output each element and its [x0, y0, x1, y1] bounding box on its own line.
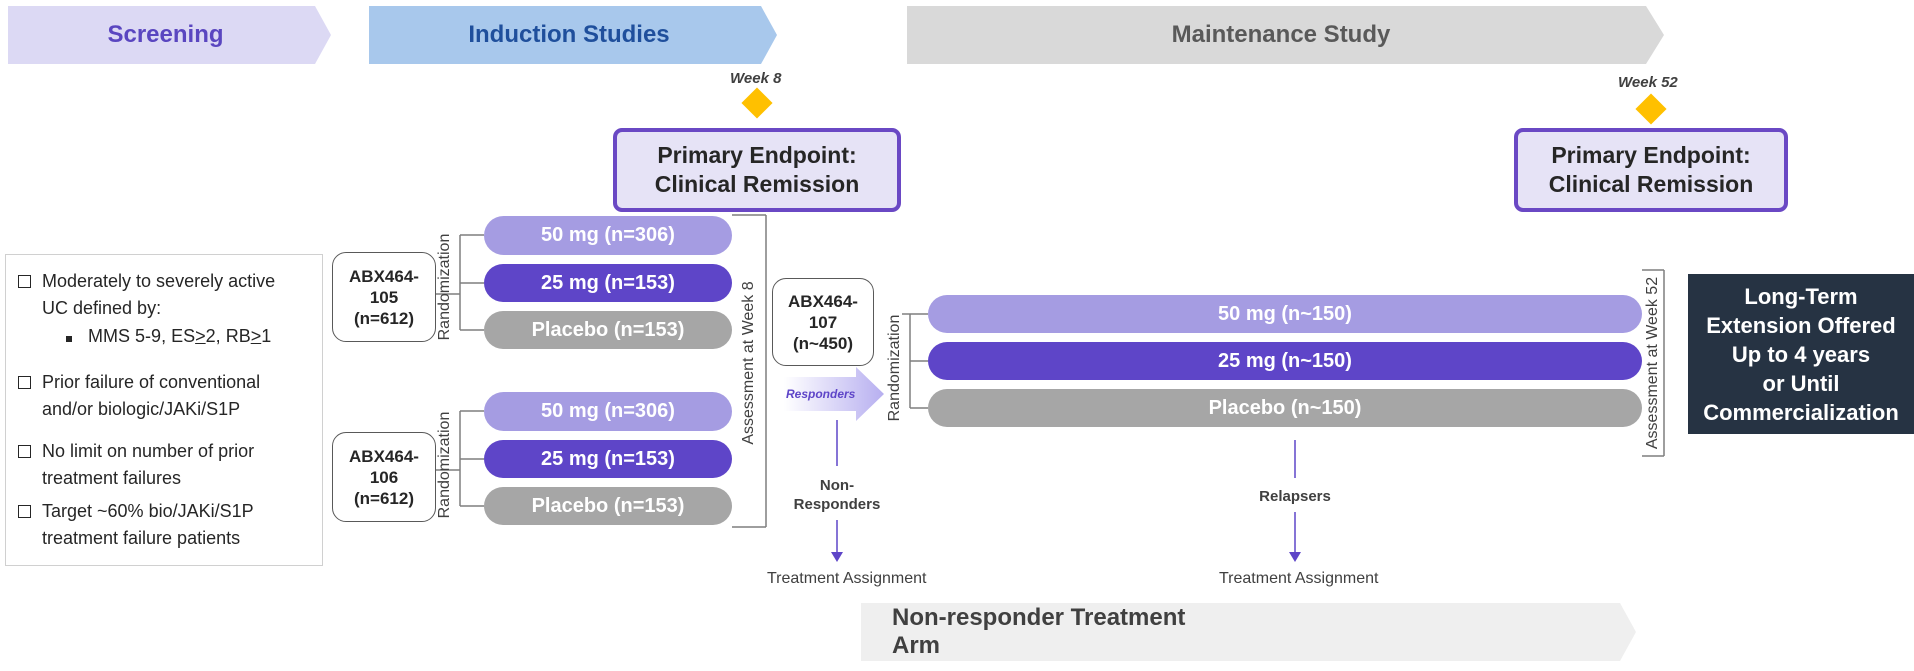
- non-responders-line1: Non-: [819, 477, 855, 494]
- assessment-week8-label: Assessment at Week 8: [740, 281, 757, 445]
- criteria-subitem: MMS 5-9, ES>2, RB>1: [88, 326, 272, 346]
- study-size: (n=612): [354, 308, 414, 328]
- study-name: ABX464-: [349, 446, 419, 466]
- primary-endpoint-line1: Primary Endpoint:: [657, 142, 857, 168]
- study-number: 106: [369, 467, 399, 487]
- maintenance-banner: [907, 6, 1664, 64]
- randomization-label-106: Randomization: [436, 411, 453, 519]
- non-responders-line2: Responders: [793, 496, 881, 513]
- relapsers-label: Relapsers: [1259, 488, 1331, 505]
- arm-106-50mg: 50 mg (n=306): [484, 392, 732, 431]
- study-number: 107: [808, 312, 838, 332]
- inclusion-criteria-box: Moderately to severely active UC defined…: [5, 254, 323, 566]
- screening-banner: [8, 6, 331, 64]
- checkbox-icon: [18, 376, 31, 389]
- induction-banner: [369, 6, 777, 64]
- criteria-text: UC defined by:: [42, 298, 162, 318]
- phase-induction: Induction Studies: [468, 21, 670, 48]
- primary-endpoint-line2: Clinical Remission: [1548, 171, 1754, 197]
- extension-line4: or Until: [1762, 370, 1840, 396]
- phase-nonresponder-arm: Non-responder Treatment Arm: [892, 604, 1186, 659]
- study-name: ABX464-: [788, 291, 858, 311]
- study-number: 105: [369, 287, 399, 307]
- primary-endpoint-week52: Primary Endpoint: Clinical Remission: [1514, 128, 1788, 212]
- randomization-label-107: Randomization: [886, 314, 903, 422]
- arm-105-placebo: Placebo (n=153): [484, 311, 732, 349]
- criteria-text: Target ~60% bio/JAKi/S1P: [42, 501, 254, 521]
- criteria-text: treatment failure patients: [42, 528, 241, 548]
- treatment-assignment-left: Treatment Assignment: [767, 570, 927, 587]
- study-abx464-107: ABX464- 107 (n~450): [772, 278, 874, 366]
- checkbox-icon: [18, 275, 31, 288]
- primary-endpoint-week8: Primary Endpoint: Clinical Remission: [613, 128, 901, 212]
- criteria-text: Moderately to severely active: [42, 271, 276, 291]
- criteria-text: treatment failures: [42, 468, 182, 488]
- checkbox-icon: [18, 505, 31, 518]
- responders-arrow: [784, 367, 884, 421]
- nonresponder-banner: [861, 603, 1636, 661]
- extension-line1: Long-Term: [1744, 283, 1858, 309]
- non-responders-label: Non- Responders: [782, 476, 892, 514]
- checkbox-icon: [18, 445, 31, 458]
- phase-screening: Screening: [107, 21, 224, 48]
- criteria-text: No limit on number of prior: [42, 441, 255, 461]
- primary-endpoint-line1: Primary Endpoint:: [1551, 142, 1751, 168]
- week52-label: Week 52: [1618, 74, 1678, 91]
- criteria-item: Moderately to severely active UC defined…: [18, 268, 275, 322]
- criteria-text: Prior failure of conventional: [42, 372, 261, 392]
- extension-line2: Extension Offered: [1706, 312, 1896, 338]
- study-abx464-106: ABX464- 106 (n=612): [332, 432, 436, 522]
- criteria-item: No limit on number of prior treatment fa…: [18, 438, 254, 492]
- responders-label: Responders: [786, 387, 856, 401]
- criteria-text: and/or biologic/JAKi/S1P: [42, 399, 241, 419]
- arm-105-50mg: 50 mg (n=306): [484, 216, 732, 255]
- study-name: ABX464-: [349, 266, 419, 286]
- criteria-item: Target ~60% bio/JAKi/S1P treatment failu…: [18, 498, 254, 552]
- bullet-icon: [66, 336, 72, 342]
- arm-107-placebo: Placebo (n~150): [928, 389, 1642, 427]
- extension-line3: Up to 4 years: [1731, 341, 1871, 367]
- arm-105-25mg: 25 mg (n=153): [484, 264, 732, 302]
- criteria-item: Prior failure of conventional and/or bio…: [18, 369, 260, 423]
- long-term-extension-box: Long-Term Extension Offered Up to 4 year…: [1688, 274, 1914, 434]
- arm-107-50mg: 50 mg (n~150): [928, 295, 1642, 333]
- phase-maintenance: Maintenance Study: [1171, 21, 1391, 48]
- assessment-week52-label: Assessment at Week 52: [1644, 276, 1661, 450]
- primary-endpoint-line2: Clinical Remission: [654, 171, 860, 197]
- treatment-assignment-right: Treatment Assignment: [1219, 570, 1379, 587]
- arm-107-25mg: 25 mg (n~150): [928, 342, 1642, 380]
- arm-106-25mg: 25 mg (n=153): [484, 440, 732, 478]
- arm-106-placebo: Placebo (n=153): [484, 487, 732, 525]
- week8-label: Week 8: [730, 70, 782, 87]
- study-size: (n~450): [793, 333, 853, 353]
- randomization-label-105: Randomization: [436, 233, 453, 341]
- study-abx464-105: ABX464- 105 (n=612): [332, 252, 436, 342]
- study-size: (n=612): [354, 488, 414, 508]
- extension-line5: Commercialization: [1703, 399, 1899, 425]
